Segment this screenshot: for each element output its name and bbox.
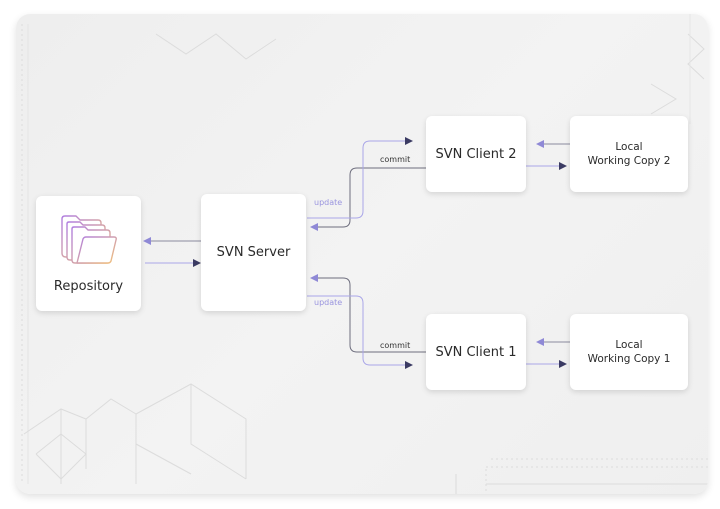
edge-update-client1 — [307, 295, 413, 369]
svn-server-label: SVN Server — [216, 245, 291, 260]
background-decoration — [21, 14, 708, 494]
node-local-working-copy-2[interactable]: Local Working Copy 2 — [570, 116, 688, 192]
local-2-line2: Working Copy 2 — [587, 155, 671, 167]
edge-update-client2 — [307, 137, 413, 219]
node-svn-server[interactable]: SVN Server — [201, 194, 306, 311]
svn-client-1-label: SVN Client 1 — [435, 344, 517, 360]
local-2-line1: Local — [615, 141, 643, 153]
node-repository[interactable]: Repository — [36, 196, 141, 311]
local-1-line1: Local — [615, 339, 643, 351]
connectors — [143, 137, 570, 369]
edge-commit-client1 — [310, 274, 426, 353]
commit-label-client1: commit — [380, 341, 411, 350]
node-svn-client-2[interactable]: SVN Client 2 — [426, 116, 526, 192]
commit-label-client2: commit — [380, 155, 411, 164]
node-local-working-copy-1[interactable]: Local Working Copy 1 — [570, 314, 688, 390]
update-label-client1: update — [314, 298, 343, 307]
repository-label: Repository — [53, 279, 124, 294]
diagram-panel: commit update update commit Repository S… — [16, 14, 708, 494]
svn-client-2-label: SVN Client 2 — [435, 146, 517, 162]
node-svn-client-1[interactable]: SVN Client 1 — [426, 314, 526, 390]
local-1-line2: Working Copy 1 — [587, 353, 671, 365]
update-label-client2: update — [314, 198, 343, 207]
folder-stack-icon — [60, 215, 117, 264]
edge-commit-client2 — [310, 167, 426, 231]
